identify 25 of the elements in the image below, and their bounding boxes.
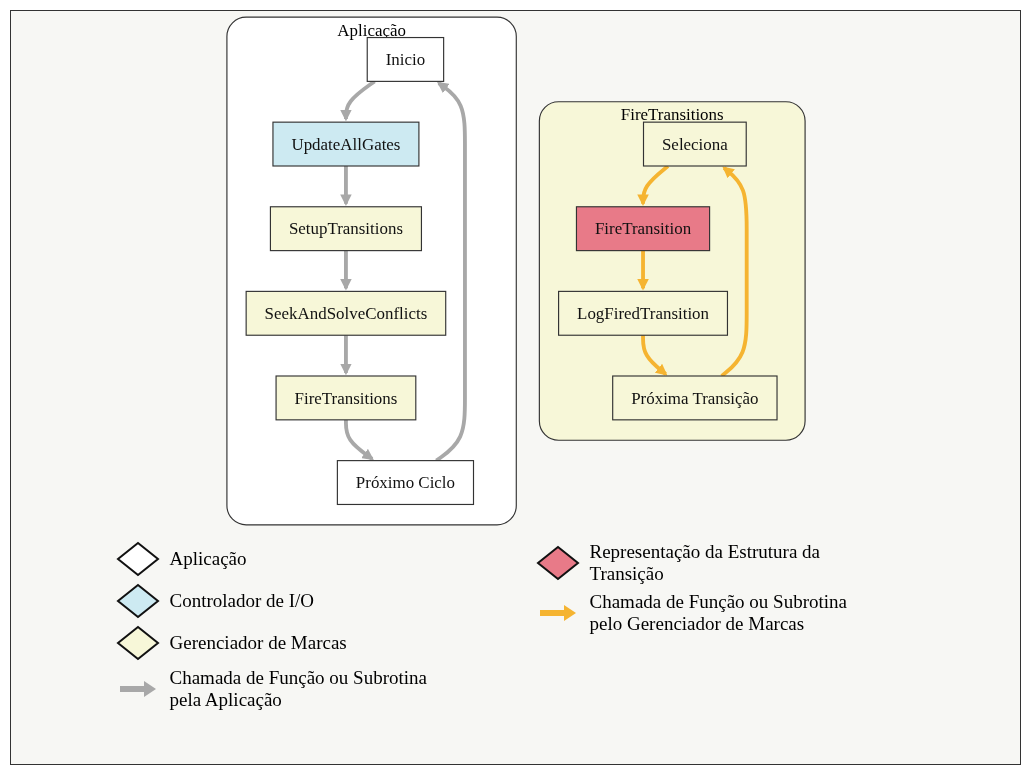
legend-text: Controlador de I/O: [169, 590, 315, 612]
arrow: [339, 335, 352, 376]
cluster: [538, 101, 806, 441]
arrow: [720, 166, 749, 378]
node-box: [271, 121, 419, 167]
legend-text: Aplicação: [169, 548, 247, 570]
arrow: [339, 166, 352, 206]
arrow: [640, 335, 667, 376]
node-box: [557, 290, 728, 336]
arrow: [636, 250, 649, 291]
flowchart-drawing: Aplicação Inicio UpdateAllGates SetupTransitions SeekAndSolveConflicts FireTransitions Próximo Ciclo FireTransitions Seleciona FireTransition LogFiredTransition Próxima Transição: [20, 11, 1011, 531]
arrow: [343, 419, 374, 461]
legend-text: Chamada de Função ou Subrotina pela Aplicação: [169, 667, 428, 711]
node-box: [575, 206, 710, 252]
node-box: [336, 460, 474, 506]
arrow: [339, 250, 352, 291]
node-box: [611, 375, 778, 421]
legend-text: Chamada de Função ou Subrotina pelo Gerenciador de Marcas: [589, 591, 848, 635]
node-box: [275, 375, 416, 421]
cluster: [225, 16, 517, 526]
node-box: [269, 206, 422, 252]
legend-text: Gerenciador de Marcas: [169, 632, 347, 654]
node-box: [245, 290, 446, 336]
node-box: [642, 121, 747, 167]
legend-text: Representação da Estrutura da Transição: [589, 541, 822, 585]
